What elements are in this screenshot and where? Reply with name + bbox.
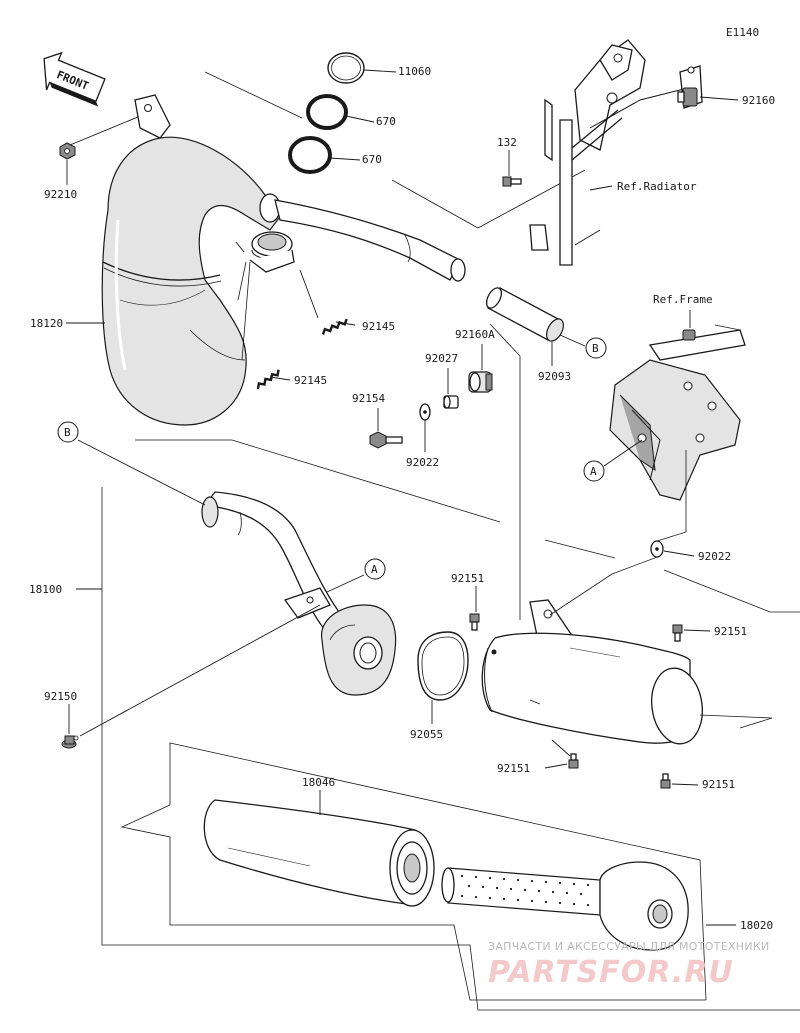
callout-b-upper	[585, 337, 607, 359]
part-number-18100: 18100	[29, 583, 62, 596]
connector-92093	[485, 287, 564, 342]
part-number-92160: 92160	[742, 94, 775, 107]
nut-92210	[59, 142, 76, 160]
part-number-92055: 92055	[410, 728, 443, 741]
bolt-92151-b	[672, 624, 683, 642]
part-number-92154: 92154	[352, 392, 385, 405]
radiator-bracket	[529, 39, 703, 266]
part-number-92210: 92210	[44, 188, 77, 201]
callout-a-upper-label: A	[590, 465, 597, 478]
part-number-92150: 92150	[44, 690, 77, 703]
bolt-92151-c	[568, 753, 579, 769]
muffler-body	[481, 599, 773, 745]
bolt-92154	[369, 431, 403, 449]
callout-b-lower	[57, 421, 79, 443]
part-number-132: 132	[497, 136, 517, 149]
part-number-18020: 18020	[740, 919, 773, 932]
part-number-18120: 18120	[30, 317, 63, 330]
bolt-132	[502, 176, 522, 187]
tail-pipe-18100	[201, 491, 397, 696]
ref-frame-label: Ref.Frame	[653, 293, 713, 306]
front-direction-arrow: FRONT	[43, 51, 106, 107]
part-number-92145-lower: 92145	[294, 374, 327, 387]
callout-a-lower	[364, 558, 386, 580]
gasket-11060	[327, 52, 365, 84]
part-number-92145-upper: 92145	[362, 320, 395, 333]
o-ring-670-upper	[306, 94, 348, 130]
bolt-92151-d	[660, 773, 671, 789]
part-number-92022-lower: 92022	[698, 550, 731, 563]
part-number-18046: 18046	[302, 776, 335, 789]
bolt-92151-a	[469, 613, 480, 631]
silencer-core-18020	[441, 861, 689, 951]
part-number-92160a: 92160A	[455, 328, 495, 341]
part-number-92093: 92093	[538, 370, 571, 383]
callout-b-upper-label: B	[592, 342, 599, 355]
part-number-670-upper: 670	[376, 115, 396, 128]
exhaust-pipe-18120	[101, 94, 466, 426]
part-number-670-lower: 670	[362, 153, 382, 166]
part-number-92151-a: 92151	[451, 572, 484, 585]
diagram-code: E1140	[726, 26, 759, 39]
callout-b-lower-label: B	[64, 426, 71, 439]
callout-a-lower-label: A	[371, 563, 378, 576]
callout-a-upper	[583, 460, 605, 482]
bolt-92150	[61, 735, 79, 749]
part-number-92027: 92027	[425, 352, 458, 365]
silencer-outer-18046	[203, 799, 435, 907]
part-number-11060: 11060	[398, 65, 431, 78]
part-number-92022-upper: 92022	[406, 456, 439, 469]
grommet-92160a	[468, 371, 493, 393]
grommet-92160	[677, 87, 698, 107]
gasket-92055	[417, 631, 469, 701]
collar-92027	[443, 395, 459, 409]
watermark-logo: PARTSFOR.RU	[488, 955, 734, 990]
part-number-92151-d: 92151	[702, 778, 735, 791]
ref-radiator-label: Ref.Radiator	[617, 180, 697, 193]
frame-bracket	[609, 324, 746, 501]
part-number-92151-c: 92151	[497, 762, 530, 775]
spring-92145-upper	[299, 269, 348, 335]
o-ring-670-lower	[288, 136, 332, 174]
watermark-tagline: ЗАПЧАСТИ И АКСЕССУАРЫ ДЛЯ МОТОТЕХНИКИ	[488, 940, 770, 953]
part-number-92151-b: 92151	[714, 625, 747, 638]
spring-92145-lower	[256, 369, 280, 390]
